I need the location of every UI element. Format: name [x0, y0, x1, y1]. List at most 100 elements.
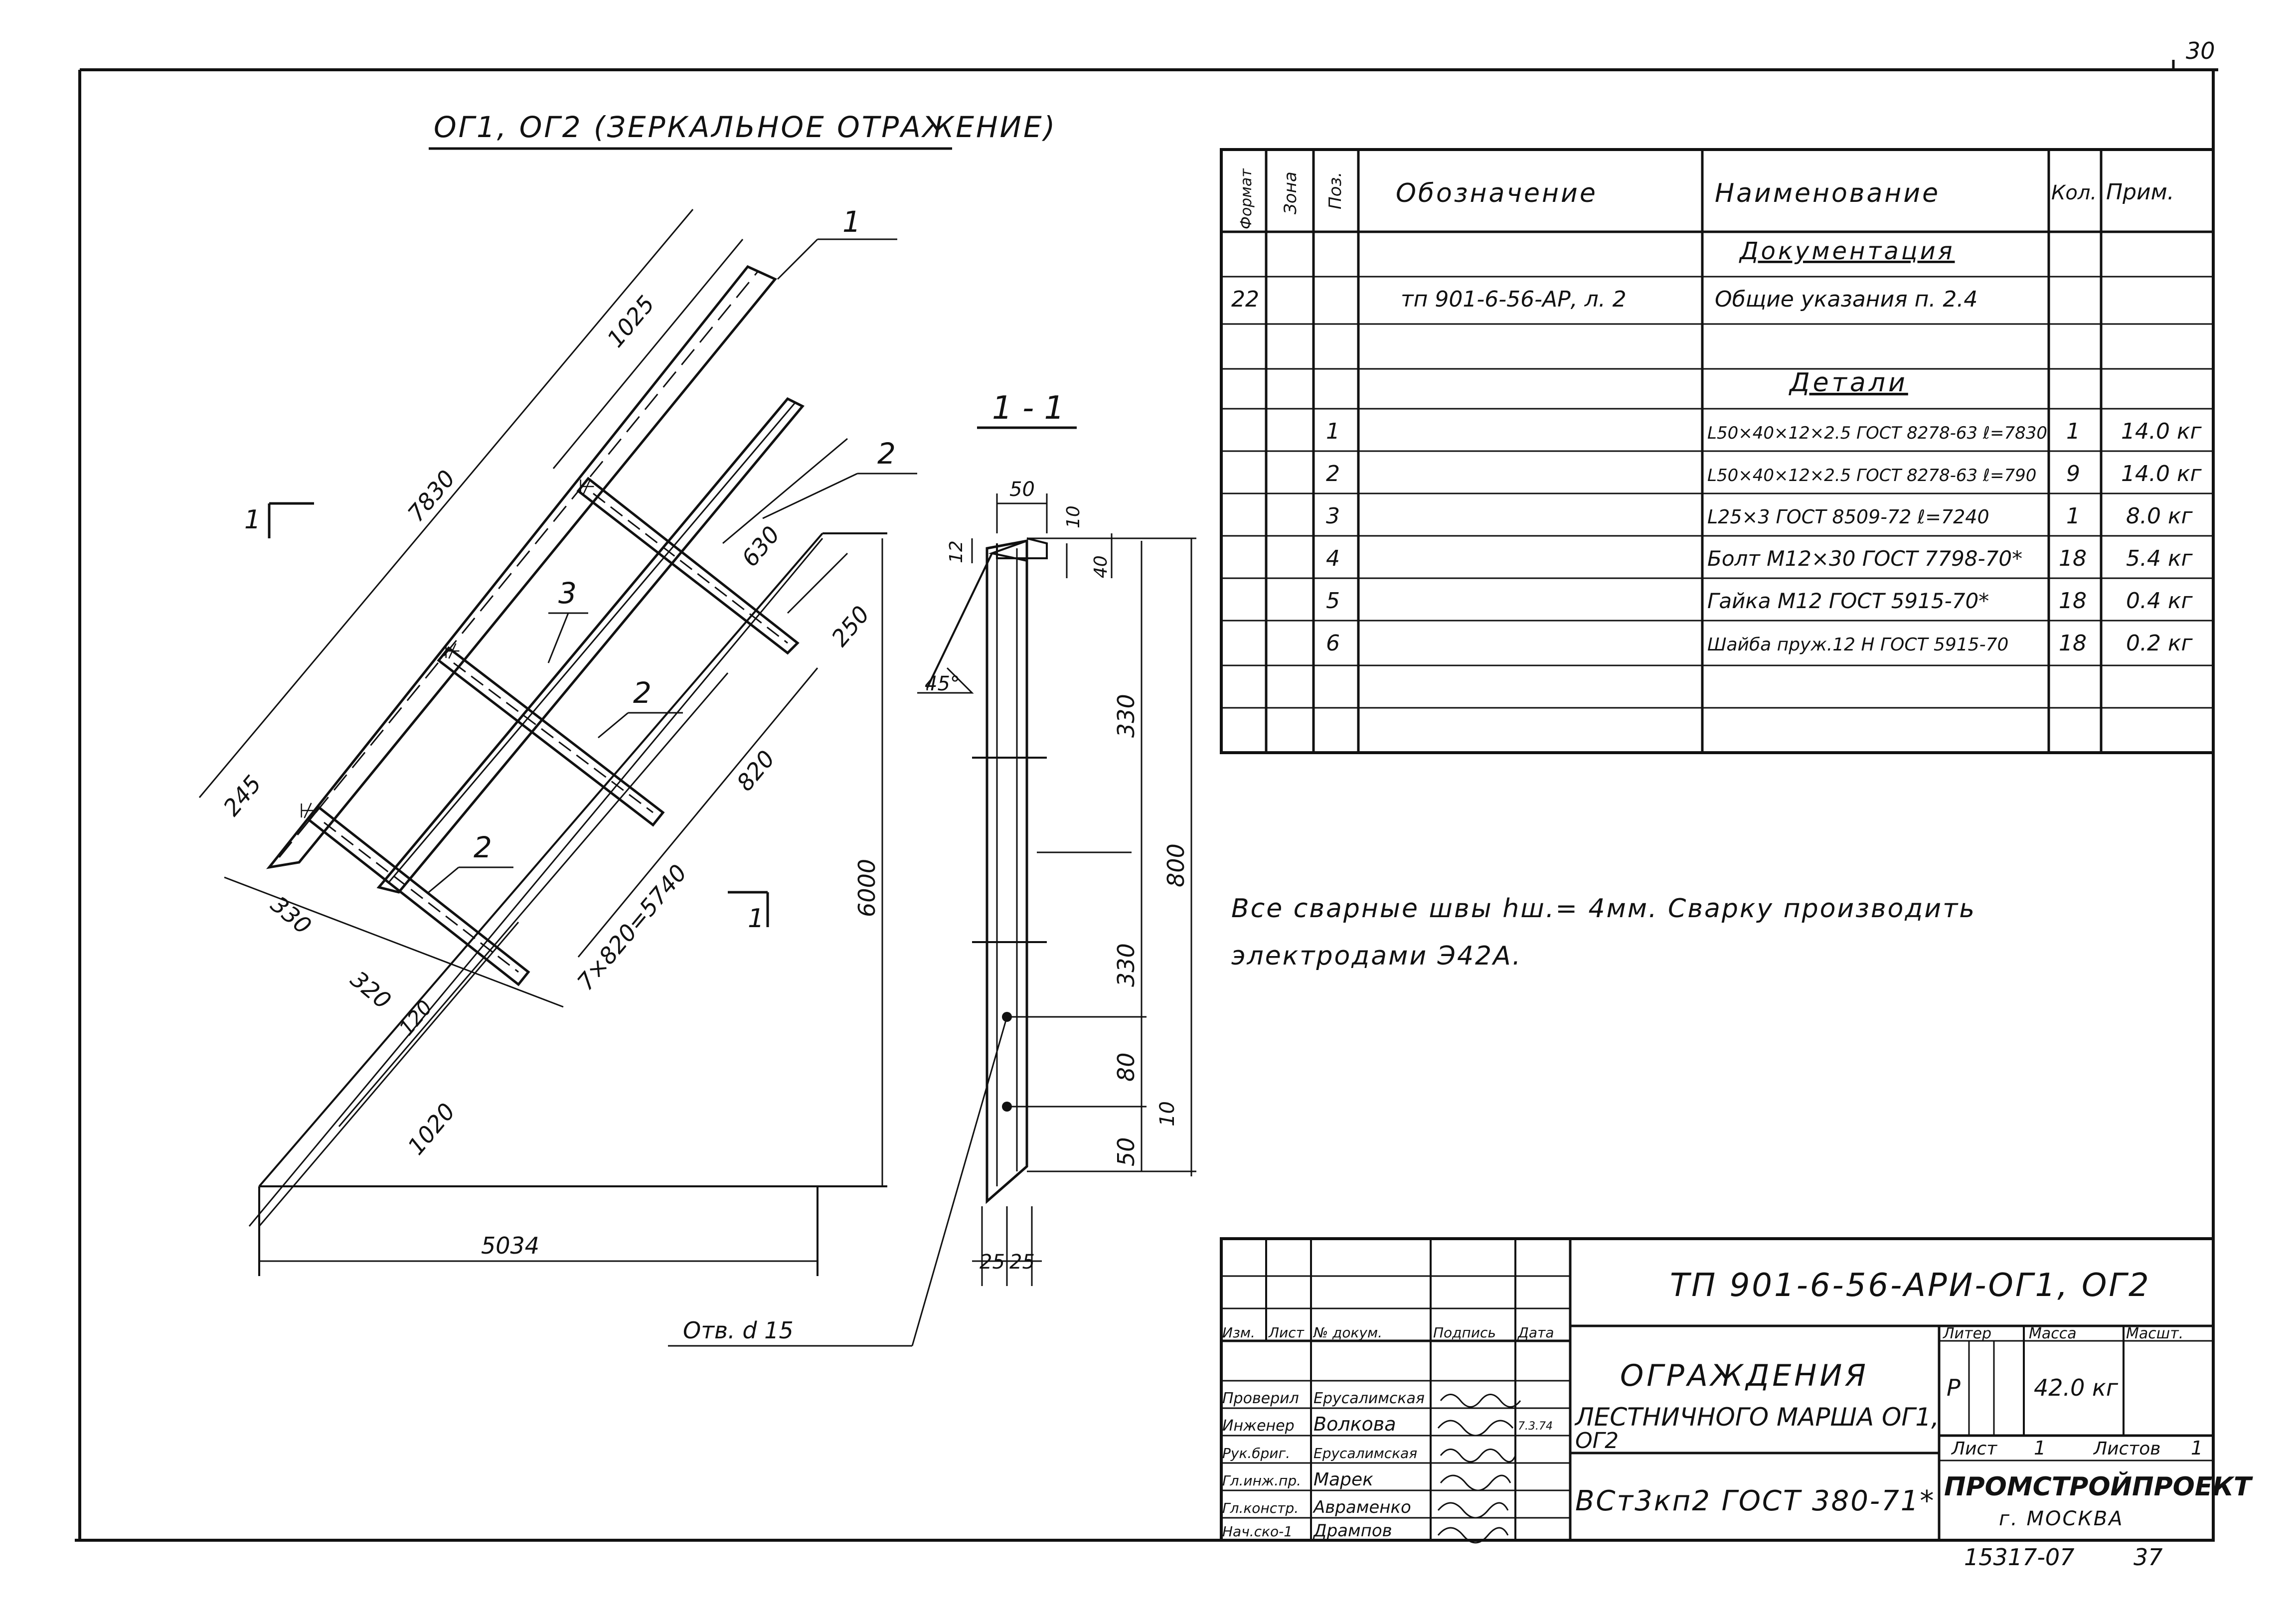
hdr-pos: Поз. — [1325, 172, 1345, 209]
sec-dim-40: 40 — [1091, 555, 1111, 578]
cut-label-top: 1 — [244, 505, 261, 535]
bolt-marks: ⊬ ⊬ ⊬ — [299, 476, 596, 822]
row2-name: L50×40×12×2.5 ГОСТ 8278-63 ℓ=790 — [1707, 466, 2036, 486]
row2-qty: 9 — [2066, 461, 2080, 486]
role-4: Гл.инж.пр. — [1222, 1472, 1301, 1489]
svg-text:⊬: ⊬ — [299, 800, 317, 822]
name-3: Ерусалимская — [1313, 1445, 1417, 1461]
sec-dim-12: 12 — [946, 540, 967, 563]
mass-value: 42.0 кг — [2034, 1374, 2119, 1401]
view-title: ОГ1, ОГ2 (ЗЕРКАЛЬНОЕ ОТРАЖЕНИЕ) — [429, 110, 1057, 150]
spec-row: 6 Шайба пруж.12 Н ГОСТ 5915-70 18 0.2 кг — [1326, 631, 2193, 656]
spec-row: 2 L50×40×12×2.5 ГОСТ 8278-63 ℓ=790 9 14.… — [1326, 461, 2202, 486]
role-5: Гл.констр. — [1222, 1500, 1299, 1516]
row3-name: L25×3 ГОСТ 8509-72 ℓ=7240 — [1707, 506, 1989, 528]
spec-table: Формат Зона Поз. Обозначение Наименовани… — [1220, 148, 2215, 754]
row1-note: 14.0 кг — [2121, 419, 2202, 444]
spec-row: 5 Гайка М12 ГОСТ 5915-70* 18 0.4 кг — [1326, 588, 2193, 614]
row2-pos: 2 — [1326, 461, 1340, 486]
bottom-page: 37 — [2133, 1544, 2163, 1571]
row4-pos: 4 — [1326, 546, 1340, 571]
row3-qty: 1 — [2066, 503, 2080, 529]
sec-dim-50-lower: 50 — [1113, 1137, 1140, 1166]
sec-dim-10-lower: 10 — [1156, 1101, 1179, 1127]
sec-dim-800: 800 — [1162, 843, 1189, 887]
name-4: Марек — [1313, 1469, 1373, 1490]
row5-name: Гайка М12 ГОСТ 5915-70* — [1707, 589, 1989, 613]
section-documentation: Документация — [1739, 237, 1955, 265]
callout-pos-2c: 2 — [474, 830, 492, 864]
mass-label: Масса — [2029, 1325, 2077, 1342]
row6-name: Шайба пруж.12 Н ГОСТ 5915-70 — [1707, 635, 2008, 655]
row2-note: 14.0 кг — [2121, 461, 2202, 486]
name-5: Авраменко — [1312, 1497, 1411, 1517]
note-line-1: Все сварные швы hш.= 4мм. Сварку произво… — [1231, 894, 1976, 924]
dim-250: 250 — [826, 601, 875, 651]
col-date: Дата — [1517, 1324, 1554, 1341]
main-dimension-texts: 1025 7830 630 250 245 820 330 320 120 7×… — [218, 291, 880, 1259]
role-2: Инженер — [1222, 1417, 1295, 1435]
sec-dim-25b: 25 — [1009, 1251, 1035, 1274]
row1-qty: 1 — [2066, 419, 2080, 444]
row6-qty: 18 — [2059, 631, 2087, 656]
role-6: Нач.ско-1 — [1222, 1523, 1293, 1540]
title-block: ТП 901-6-56-АРИ-ОГ1, ОГ2 Изм. Лист № док… — [1220, 1237, 2253, 1571]
spec-row: 4 Болт М12×30 ГОСТ 7798-70* 18 5.4 кг — [1326, 546, 2193, 571]
dim-1025: 1025 — [602, 291, 660, 352]
col-sign: Подпись — [1433, 1324, 1496, 1341]
row3-pos: 3 — [1326, 503, 1340, 529]
signatures — [1437, 1394, 1521, 1544]
dim-120: 120 — [395, 996, 437, 1040]
sheets-value: 1 — [2191, 1437, 2203, 1459]
hdr-zone: Зона — [1281, 171, 1301, 214]
dim-630: 630 — [736, 521, 785, 572]
angle-label: 45° — [925, 672, 960, 695]
hdr-note: Прим. — [2106, 179, 2174, 205]
role-3: Рук.бриг. — [1222, 1445, 1290, 1461]
row5-note: 0.4 кг — [2126, 588, 2193, 614]
cut-label-bottom: 1 — [748, 904, 764, 934]
org-city: г. МОСКВА — [1999, 1507, 2124, 1530]
welding-note: Все сварные швы hш.= 4мм. Сварку произво… — [1231, 894, 1976, 971]
row4-note: 5.4 кг — [2126, 546, 2193, 571]
sec-dim-80: 80 — [1113, 1052, 1140, 1082]
sec-dim-330-upper: 330 — [1113, 694, 1140, 738]
stair-outline — [258, 532, 887, 1276]
dim-6000: 6000 — [853, 859, 880, 917]
row5-pos: 5 — [1326, 588, 1340, 614]
dim-5034: 5034 — [481, 1232, 539, 1259]
railing-elevation: ⊬ ⊬ ⊬ — [266, 265, 805, 986]
dim-1020: 1020 — [402, 1098, 461, 1160]
callout-pos-1: 1 — [842, 205, 861, 239]
row4-name: Болт М12×30 ГОСТ 7798-70* — [1707, 546, 2022, 571]
section-cut-markers: 1 1 — [244, 502, 769, 934]
sheet-value: 1 — [2034, 1437, 2046, 1459]
hdr-designation: Обозначение — [1396, 178, 1598, 208]
doc-format: 22 — [1231, 287, 1259, 312]
dim-7x820: 7×820=5740 — [572, 859, 692, 995]
hdr-format: Формат — [1238, 168, 1255, 229]
row1-name: L50×40×12×2.5 ГОСТ 8278-63 ℓ=7830 — [1707, 423, 2047, 443]
row3-note: 8.0 кг — [2126, 503, 2193, 529]
main-dimension-lines — [198, 209, 883, 1262]
section-1-1: 1 - 1 45° — [668, 390, 1196, 1347]
row6-pos: 6 — [1326, 631, 1340, 656]
view-title-text: ОГ1, ОГ2 (ЗЕРКАЛЬНОЕ ОТРАЖЕНИЕ) — [434, 110, 1057, 144]
row6-note: 0.2 кг — [2126, 631, 2193, 656]
name-1: Ерусалимская — [1313, 1390, 1425, 1407]
svg-text:⊬: ⊬ — [578, 476, 596, 498]
date-value: 7.3.74 — [1518, 1420, 1553, 1433]
title-line-2: ЛЕСТНИЧНОГО МАРША ОГ1, — [1574, 1403, 1939, 1432]
row5-qty: 18 — [2059, 588, 2087, 614]
sec-dim-25a: 25 — [980, 1251, 1005, 1274]
sec-dim-330-lower: 330 — [1113, 943, 1140, 987]
note-line-2: электродами Э42А. — [1231, 941, 1522, 971]
top-rail-pos1 — [266, 265, 777, 869]
spec-row: 3 L25×3 ГОСТ 8509-72 ℓ=7240 1 8.0 кг — [1326, 503, 2193, 529]
dim-320: 320 — [345, 966, 396, 1014]
col-izm: Изм. — [1222, 1324, 1255, 1341]
dim-820: 820 — [731, 745, 780, 796]
handrail-pos3 — [376, 397, 805, 894]
callout-pos-2a: 2 — [877, 437, 896, 471]
